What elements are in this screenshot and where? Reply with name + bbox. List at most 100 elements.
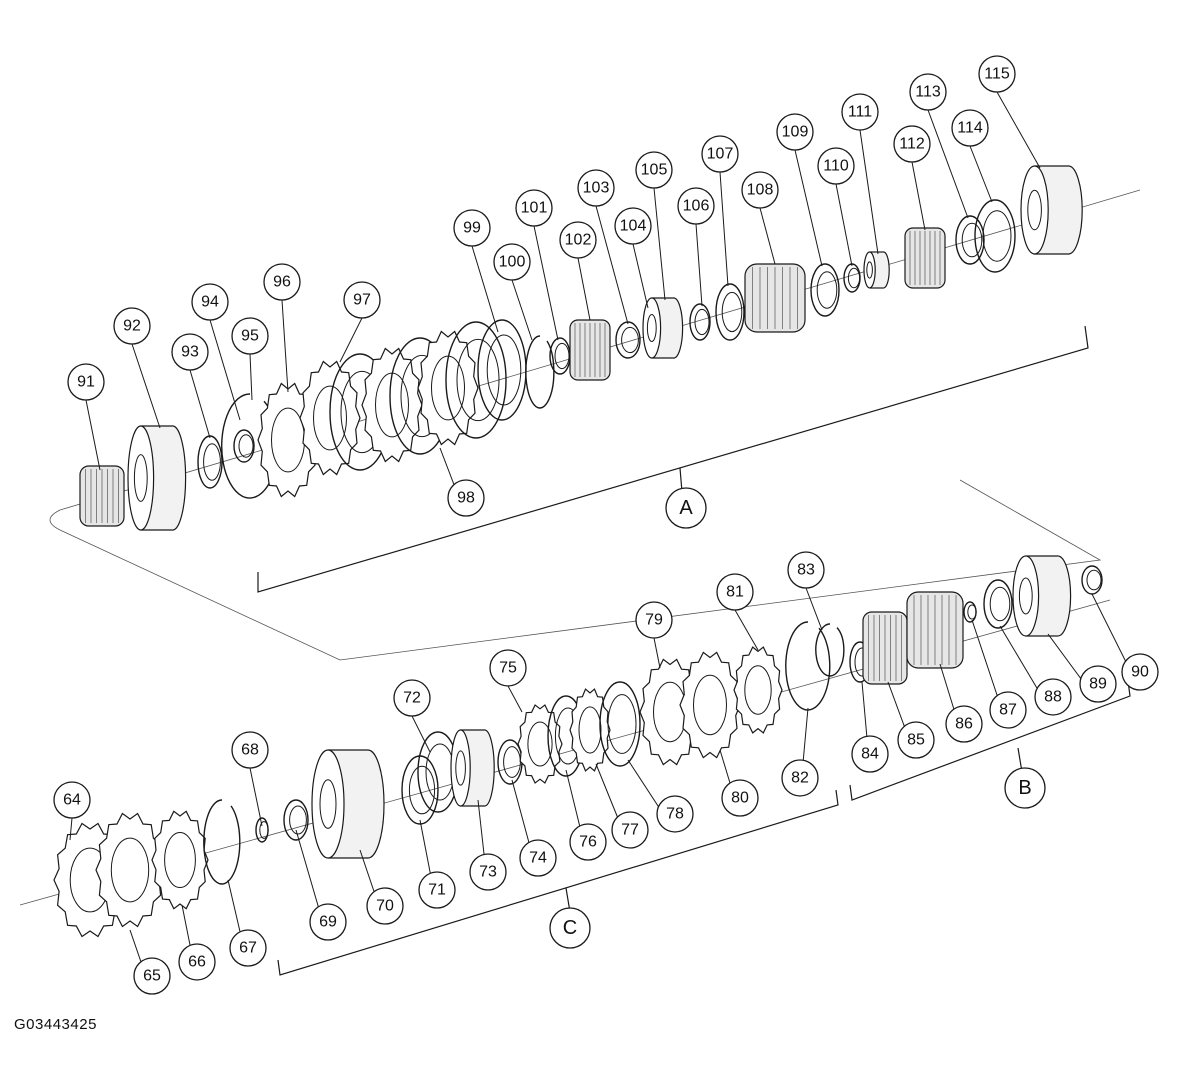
callout-circle bbox=[1079, 665, 1117, 703]
callout-95: 95 bbox=[231, 317, 269, 355]
callout-circle bbox=[519, 839, 557, 877]
callout-circle bbox=[721, 779, 759, 817]
callout-92: 92 bbox=[113, 307, 151, 345]
callout-100: 100 bbox=[493, 243, 531, 281]
callout-label: 65 bbox=[143, 968, 161, 985]
ring-gear-86 bbox=[906, 591, 964, 669]
section-label: B bbox=[1018, 777, 1031, 799]
leader-96 bbox=[281, 299, 289, 393]
callout-circle bbox=[393, 679, 431, 717]
callout-circle bbox=[776, 113, 814, 151]
leader-64 bbox=[69, 817, 73, 841]
callout-label: 103 bbox=[583, 180, 610, 197]
callout-80: 80 bbox=[721, 779, 759, 817]
callout-91: 91 bbox=[67, 363, 105, 401]
leader-81 bbox=[734, 609, 759, 651]
seal-88 bbox=[983, 579, 1013, 629]
callout-label: 98 bbox=[457, 490, 475, 507]
seal-114 bbox=[974, 199, 1016, 273]
callout-layer: 6465666768697071727374757677787980818283… bbox=[53, 55, 1159, 995]
callout-label: 67 bbox=[239, 940, 257, 957]
plate-66 bbox=[151, 810, 209, 910]
callout-79: 79 bbox=[635, 601, 673, 639]
callout-label: 79 bbox=[645, 612, 663, 629]
callout-label: 107 bbox=[707, 146, 734, 163]
callout-67: 67 bbox=[229, 929, 267, 967]
leader-110 bbox=[835, 183, 853, 267]
snap-ring-67 bbox=[203, 799, 241, 885]
section-label-layer: ABC bbox=[549, 487, 1046, 949]
callout-circle bbox=[978, 55, 1016, 93]
callout-83: 83 bbox=[787, 551, 825, 589]
callout-circle bbox=[453, 209, 491, 247]
plate-77 bbox=[569, 688, 611, 772]
callout-circle bbox=[635, 601, 673, 639]
callout-label: 75 bbox=[499, 660, 517, 677]
callout-label: 115 bbox=[984, 66, 1010, 83]
assembly-axes bbox=[19, 189, 1141, 906]
callout-circle bbox=[231, 317, 269, 355]
ring-90 bbox=[1081, 565, 1103, 595]
callout-110: 110 bbox=[817, 147, 855, 185]
callout-circle bbox=[171, 333, 209, 371]
callout-circle bbox=[614, 207, 652, 245]
callout-label: 91 bbox=[77, 374, 95, 391]
callout-circle bbox=[851, 735, 889, 773]
ring-107 bbox=[715, 283, 745, 341]
callout-circle bbox=[635, 151, 673, 189]
callout-circle bbox=[309, 903, 347, 941]
leader-102 bbox=[577, 257, 591, 321]
callout-label: 82 bbox=[791, 770, 809, 787]
callout-circle bbox=[741, 171, 779, 209]
leader-75 bbox=[507, 685, 523, 713]
piston-73 bbox=[450, 729, 495, 807]
callout-label: 111 bbox=[848, 104, 872, 121]
callout-circle bbox=[817, 147, 855, 185]
callout-label: 90 bbox=[1131, 664, 1149, 681]
callout-circle bbox=[909, 73, 947, 111]
ring-100 bbox=[525, 335, 555, 409]
washer-87 bbox=[963, 601, 977, 623]
callout-circle bbox=[447, 479, 485, 517]
callout-74: 74 bbox=[519, 839, 557, 877]
callout-label: 81 bbox=[726, 584, 744, 601]
callout-69: 69 bbox=[309, 903, 347, 941]
ring-113 bbox=[955, 215, 985, 265]
callout-label: 99 bbox=[463, 220, 481, 237]
callout-105: 105 bbox=[635, 151, 673, 189]
parts-layer bbox=[53, 165, 1103, 938]
leader-108 bbox=[759, 207, 776, 265]
callout-circle bbox=[191, 283, 229, 321]
callout-101: 101 bbox=[515, 189, 553, 227]
carrier-89 bbox=[1012, 555, 1072, 637]
callout-76: 76 bbox=[569, 823, 607, 861]
callout-93: 93 bbox=[171, 333, 209, 371]
callout-circle bbox=[418, 871, 456, 909]
callout-circle bbox=[113, 307, 151, 345]
callout-90: 90 bbox=[1121, 653, 1159, 691]
callout-label: 102 bbox=[565, 232, 592, 249]
callout-label: 94 bbox=[201, 294, 219, 311]
leader-100 bbox=[511, 279, 533, 341]
callout-label: 87 bbox=[999, 702, 1017, 719]
ring-103 bbox=[615, 321, 641, 359]
hub-102 bbox=[569, 319, 611, 381]
washer-106 bbox=[689, 303, 711, 341]
leader-83 bbox=[805, 587, 823, 631]
ring-gear-108 bbox=[744, 263, 806, 333]
figure-id: G03443425 bbox=[14, 1016, 97, 1033]
callout-circle bbox=[1121, 653, 1159, 691]
callout-label: 105 bbox=[641, 162, 668, 179]
drum-92 bbox=[127, 425, 187, 531]
section-label: A bbox=[679, 497, 693, 519]
callout-circle bbox=[945, 705, 983, 743]
callout-89: 89 bbox=[1079, 665, 1117, 703]
callout-circle bbox=[656, 795, 694, 833]
callout-label: 112 bbox=[899, 136, 925, 153]
callout-label: 104 bbox=[620, 218, 647, 235]
section-a: A bbox=[665, 487, 707, 529]
callout-104: 104 bbox=[614, 207, 652, 245]
callout-circle bbox=[781, 759, 819, 797]
leader-79 bbox=[653, 637, 661, 669]
callout-111: 111 bbox=[841, 93, 879, 131]
